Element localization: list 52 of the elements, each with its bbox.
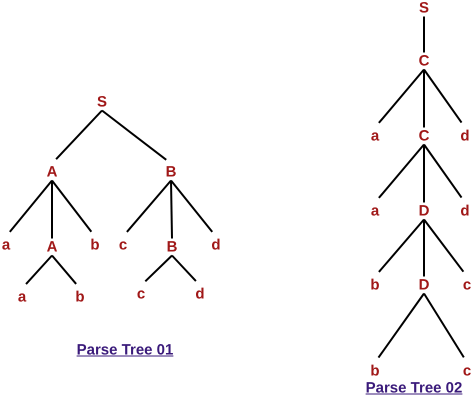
tree-branch-line <box>101 110 167 161</box>
tree-branch-line <box>423 292 465 358</box>
tree-branch-line <box>378 68 425 124</box>
tree-node-label: d <box>195 286 205 302</box>
tree-caption: Parse Tree 02 <box>366 380 462 396</box>
tree-node-label: a <box>18 288 26 306</box>
tree-node-label: b <box>90 236 100 254</box>
tree-node-label: a <box>370 128 380 144</box>
tree-node-label: B <box>166 238 178 256</box>
tree-node-label: D <box>418 202 430 220</box>
tree-node-label: A <box>46 164 58 180</box>
tree-branch-line <box>9 180 53 232</box>
tree-caption: Parse Tree 01 <box>76 342 174 358</box>
tree-branch-line <box>423 144 425 202</box>
tree-branch-line <box>378 292 425 358</box>
tree-branch-line <box>423 218 464 272</box>
tree-branch-line <box>170 180 214 232</box>
tree-node-label: S <box>97 94 107 110</box>
tree-node-label: A <box>46 238 58 256</box>
tree-node-label: c <box>136 286 146 302</box>
tree-branch-line <box>378 218 425 273</box>
tree-branch-line <box>423 220 425 276</box>
tree-node-label: c <box>462 362 472 380</box>
tree-branch-line <box>55 110 103 160</box>
tree-branch-line <box>25 254 53 285</box>
tree-node-label: a <box>2 236 10 254</box>
tree-node-label: b <box>370 362 380 380</box>
tree-node-label: D <box>418 276 430 294</box>
tree-node-label: a <box>370 202 380 220</box>
tree-branch-line <box>171 254 197 282</box>
tree-branch-line <box>51 180 53 238</box>
tree-branch-line <box>378 144 425 199</box>
tree-node-label: C <box>418 128 430 144</box>
tree-node-label: d <box>460 202 470 220</box>
tree-branch-line <box>423 16 425 52</box>
tree-node-label: c <box>118 236 128 254</box>
tree-node-label: d <box>460 128 470 144</box>
tree-branch-line <box>126 180 172 233</box>
tree-node-label: S <box>419 0 429 16</box>
tree-node-label: B <box>166 164 176 180</box>
tree-branch-line <box>51 180 92 232</box>
tree-branch-line <box>423 144 462 198</box>
tree-branch-line <box>170 180 173 239</box>
tree-node-label: b <box>370 276 380 294</box>
tree-node-label: c <box>462 276 472 294</box>
tree-branch-line <box>144 254 173 282</box>
tree-node-label: b <box>75 288 85 306</box>
tree-branch-line <box>423 68 462 124</box>
tree-node-label: C <box>418 52 430 70</box>
tree-branch-line <box>51 254 77 285</box>
tree-branch-line <box>423 70 425 128</box>
tree-node-label: d <box>211 236 221 254</box>
